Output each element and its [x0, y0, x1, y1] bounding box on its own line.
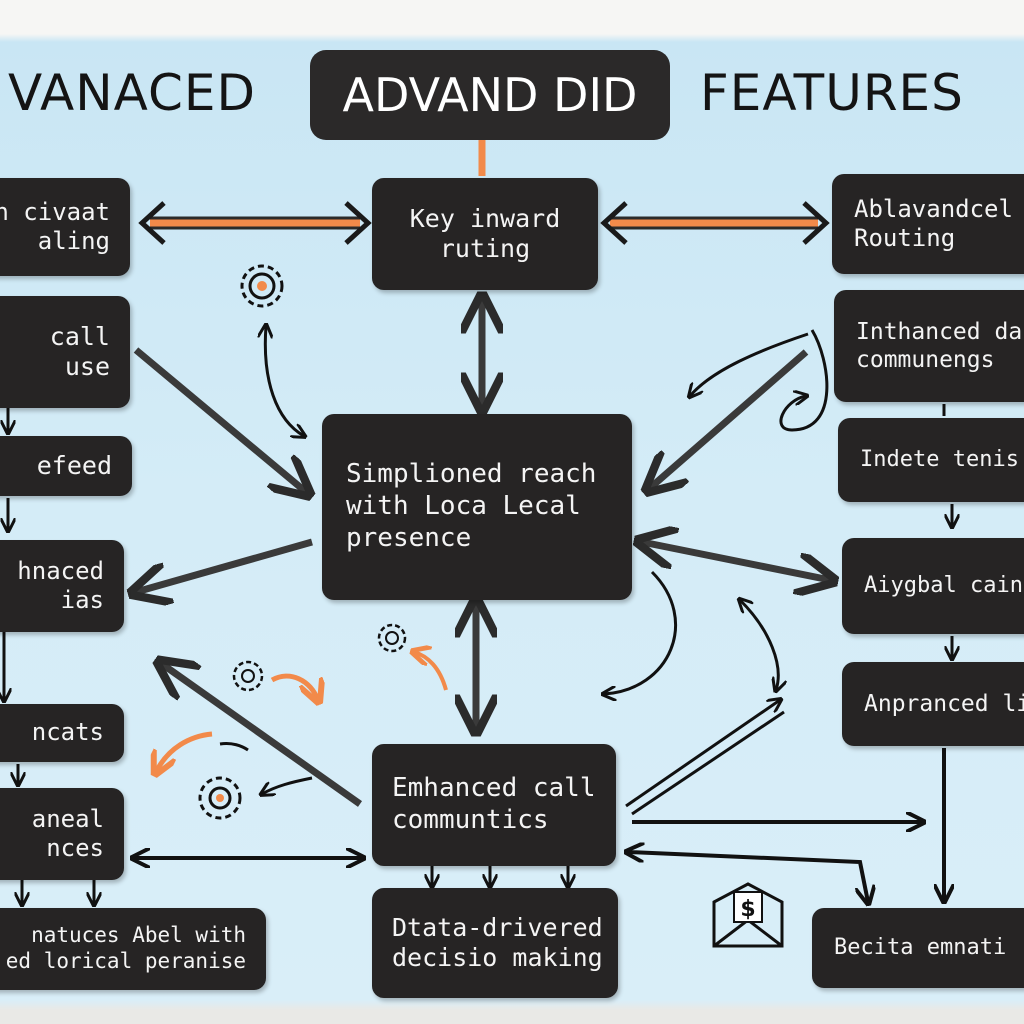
- dash-mark-2: [262, 776, 313, 794]
- node-text-line: presence: [346, 522, 472, 553]
- node-text-line: ncats: [31, 718, 104, 747]
- node-text-line: nces: [46, 834, 104, 862]
- arrow-call-to-left: [162, 664, 363, 807]
- node-text-line: Anpranced lin: [864, 690, 1024, 717]
- node-left-1: n civaat aling: [0, 178, 130, 276]
- node-right-1: Ablavandcel Routing: [832, 174, 1024, 274]
- node-text-line: decisio making: [392, 943, 603, 972]
- curve-call-to-right: [625, 700, 780, 808]
- node-right-6: Becita emnati: [812, 908, 1024, 988]
- node-text-line: Key inward: [409, 203, 561, 233]
- curve-middle-down: [604, 570, 678, 694]
- node-text-line: ruting: [439, 234, 531, 263]
- curve-right2-loop: [690, 332, 809, 396]
- node-text-line: Emhanced call: [392, 773, 596, 804]
- dash-mark-1: [219, 742, 249, 752]
- node-left-3: efeed: [0, 436, 132, 496]
- node-text-line: aling: [37, 227, 110, 255]
- node-text-line: communengs: [856, 347, 995, 373]
- node-right-3: Indete tenis: [838, 418, 1024, 502]
- node-right-4: Aiygbal cain: [842, 538, 1024, 634]
- node-text-line: Aiygbal cain: [864, 572, 1023, 598]
- node-text-line: communtics: [392, 805, 549, 835]
- gear-icon: [198, 776, 242, 820]
- svg-text:$: $: [740, 897, 755, 922]
- node-text-line: ed lorical peranise: [5, 949, 246, 973]
- node-left-6: aneal nces: [0, 788, 124, 880]
- node-text-line: aneal: [31, 804, 104, 833]
- node-text-line: hnaced: [17, 556, 104, 585]
- node-text-line: ias: [60, 586, 104, 614]
- arrow-right2-to-middle: [650, 349, 809, 488]
- curve-right2-hook: [779, 329, 829, 432]
- title-left-word: VANACED: [8, 64, 256, 122]
- node-right-5: Anpranced lin: [842, 662, 1024, 746]
- node-text-line: Inthanced da: [856, 318, 1023, 345]
- node-text-line: n civaat: [0, 197, 110, 226]
- node-text-line: call: [49, 321, 110, 351]
- title-right-word: FEATURES: [700, 64, 964, 122]
- dollar-envelope-icon: $: [712, 882, 784, 948]
- title-pill: ADVAND DID: [310, 50, 670, 140]
- node-text-line: Simplioned reach: [346, 459, 597, 490]
- gear-icon: [240, 264, 284, 308]
- node-text-line: Routing: [854, 224, 956, 252]
- node-text-line: Ablavandcel: [854, 194, 1013, 223]
- gear-icon: [377, 623, 407, 653]
- arrow-middle-to-left4: [136, 538, 313, 592]
- node-text-line: with Loca Lecal: [346, 491, 581, 522]
- curve-right-loop: [740, 600, 778, 690]
- node-right-2: Inthanced da communengs: [834, 290, 1024, 402]
- arrow-left2-to-middle: [133, 347, 306, 492]
- curve-call-to-right-b: [631, 710, 785, 816]
- node-left-2: call use: [0, 296, 130, 408]
- orange-arrow-3: [414, 652, 448, 691]
- node-text-line: Becita emnati: [834, 934, 1007, 960]
- node-simplified-reach: Simplioned reach with Loca Lecal presenc…: [322, 414, 632, 600]
- node-text-line: use: [64, 352, 110, 381]
- node-data-driven: Dtata-drivered decisio making: [372, 888, 618, 998]
- orange-arrow-1: [270, 673, 318, 700]
- title-pill-text: ADVAND DID: [342, 68, 638, 122]
- node-text-line: efeed: [36, 450, 112, 480]
- node-key-inward-routing: Key inward ruting: [372, 178, 598, 290]
- arrow-data-to-right6: [628, 852, 868, 902]
- arrow-middle-right4: [642, 542, 830, 580]
- arrow-top-left: [138, 201, 372, 245]
- curve-gear-to-middle: [265, 326, 304, 436]
- node-left-5: ncats: [0, 704, 124, 762]
- node-left-7: natuces Abel with ed lorical peranise: [0, 908, 266, 990]
- node-left-4: hnaced ias: [0, 540, 124, 632]
- node-text-line: Indete tenis: [860, 446, 1019, 472]
- gear-icon: [232, 660, 264, 692]
- arrow-top-right: [600, 201, 830, 245]
- node-text-line: natuces Abel with: [31, 923, 246, 948]
- node-text-line: Dtata-drivered: [392, 912, 603, 942]
- orange-arrow-2: [156, 731, 213, 772]
- node-enhanced-call: Emhanced call communtics: [372, 744, 616, 866]
